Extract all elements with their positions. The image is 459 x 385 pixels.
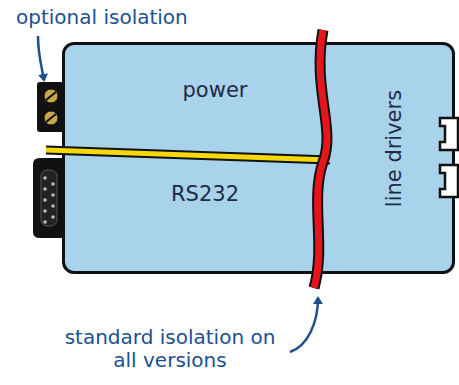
section-label: power xyxy=(183,79,248,102)
optional-isolation-line xyxy=(46,150,330,160)
callout-label: standard isolation on all versions xyxy=(60,326,280,372)
callout-label: optional isolation xyxy=(16,6,246,29)
section-label: RS232 xyxy=(171,183,239,206)
section-label-vertical: line drivers xyxy=(383,90,406,207)
leader-arrow xyxy=(290,298,318,352)
rj-port xyxy=(440,118,458,197)
standard-isolation-line xyxy=(314,30,327,288)
db9-connector xyxy=(33,158,63,238)
terminal-block xyxy=(37,82,64,132)
leader-arrow xyxy=(38,36,44,80)
